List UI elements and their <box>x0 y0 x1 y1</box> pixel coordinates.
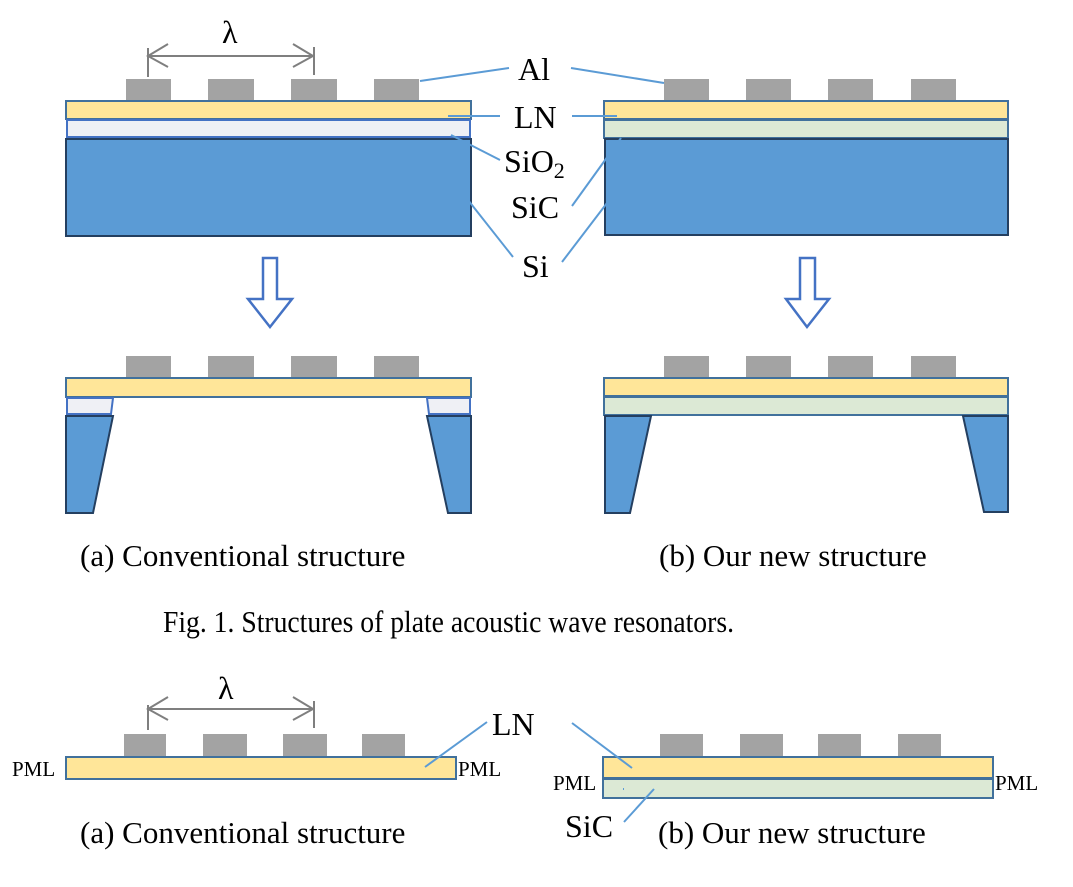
wavelength-dimension-sim <box>145 696 316 730</box>
ln-layer <box>65 100 472 120</box>
sic-label: SiC <box>511 189 559 225</box>
sic-layer <box>602 778 994 799</box>
al-electrode <box>818 734 861 757</box>
sio2-anchor <box>425 397 471 415</box>
sio2-layer <box>66 119 471 138</box>
al-electrode <box>374 356 419 377</box>
ln-layer <box>603 377 1009 397</box>
ln-layer <box>603 100 1009 120</box>
sic-label-sim: SiC <box>565 808 613 844</box>
conventional-sim-model <box>65 734 457 780</box>
lambda-label-sim: λ <box>218 670 234 706</box>
al-electrode <box>208 79 254 100</box>
al-electrode <box>898 734 941 757</box>
ln-label: LN <box>514 99 557 135</box>
al-electrode <box>208 356 254 377</box>
sio2-anchor <box>66 397 115 415</box>
down-arrow-icon <box>245 256 295 330</box>
al-electrode <box>126 79 171 100</box>
sic-layer <box>603 119 1009 139</box>
conventional-stack <box>65 79 472 237</box>
al-electrode <box>291 79 337 100</box>
al-electrode <box>126 356 171 377</box>
wavelength-dimension <box>145 43 316 77</box>
pml-label-right: PML <box>995 771 1038 795</box>
sim-panel-a-caption: (a) Conventional structure <box>80 815 405 850</box>
pml-label-left: PML <box>12 757 55 781</box>
si-support <box>604 415 653 514</box>
leader-lines <box>419 67 665 263</box>
al-electrode <box>362 734 405 757</box>
al-electrode <box>283 734 327 757</box>
ln-layer <box>65 377 472 398</box>
al-electrode <box>660 734 703 757</box>
down-arrow-icon <box>783 256 832 330</box>
al-electrode <box>746 356 791 377</box>
al-electrode <box>291 356 337 377</box>
al-electrode <box>124 734 166 757</box>
al-electrode <box>746 79 791 100</box>
al-electrode <box>664 356 709 377</box>
al-electrode <box>740 734 783 757</box>
sic-layer <box>603 396 1009 416</box>
ln-layer <box>65 756 457 780</box>
si-substrate <box>65 138 472 237</box>
leader-lines-sim <box>424 721 655 823</box>
al-electrode <box>664 79 709 100</box>
si-label: Si <box>522 248 549 284</box>
al-electrode <box>374 79 419 100</box>
pml-label-right: PML <box>458 757 501 781</box>
lambda-label: λ <box>222 14 238 50</box>
si-support <box>425 415 472 514</box>
conventional-released-plate <box>65 356 472 514</box>
al-label: Al <box>518 51 550 87</box>
panel-a-caption: (a) Conventional structure <box>80 538 405 573</box>
ln-label-sim: LN <box>492 706 535 742</box>
sim-panel-b-caption: (b) Our new structure <box>658 815 926 850</box>
figure-caption: Fig. 1. Structures of plate acoustic wav… <box>163 604 734 639</box>
pml-label-left: PML <box>553 771 596 795</box>
si-support <box>65 415 115 514</box>
al-electrode <box>828 356 873 377</box>
ln-layer <box>602 756 994 779</box>
si-support <box>961 415 1009 513</box>
si-substrate <box>604 138 1009 236</box>
al-electrode <box>203 734 247 757</box>
new-stack <box>603 79 1009 236</box>
new-sim-model <box>602 734 994 799</box>
al-electrode <box>911 79 956 100</box>
panel-b-caption: (b) Our new structure <box>659 538 927 573</box>
sio2-label: SiO2 <box>504 143 565 183</box>
new-released-plate <box>603 356 1009 514</box>
al-electrode <box>828 79 873 100</box>
al-electrode <box>911 356 956 377</box>
